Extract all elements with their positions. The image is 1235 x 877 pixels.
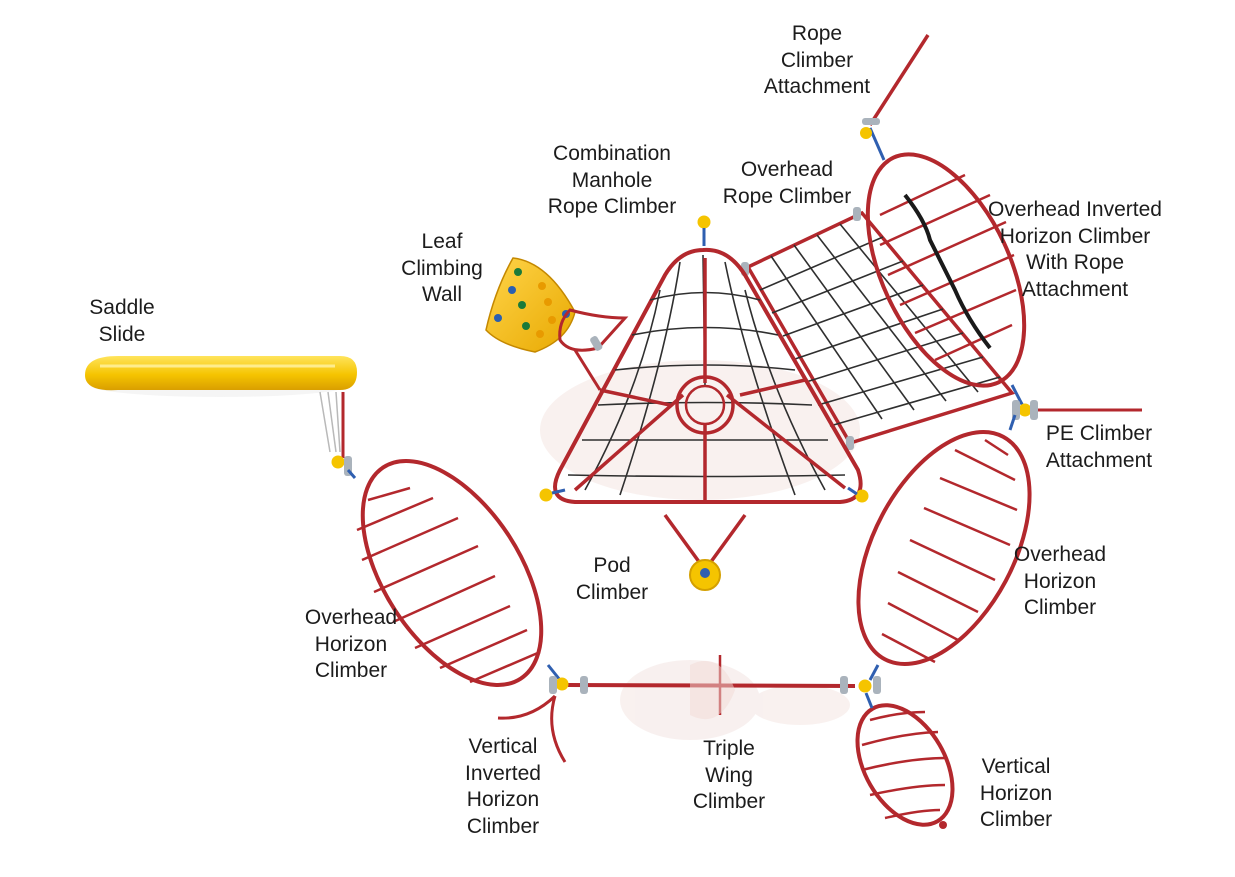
leaf-wall-frame <box>573 349 602 391</box>
rope-pole <box>868 34 930 126</box>
leaf-wall-frame-loop <box>558 308 629 352</box>
rope-connector <box>868 127 886 161</box>
label-overhead-horizon-climber-left: Overhead Horizon Climber <box>304 606 398 682</box>
slide-supports <box>319 391 341 453</box>
connector <box>551 488 566 495</box>
connector <box>546 664 562 681</box>
overhead-rope-climber <box>741 207 1016 450</box>
slide-body <box>85 356 357 391</box>
label-vertical-horizon-climber: Vertical Horizon Climber <box>979 755 1053 831</box>
label-overhead-inverted-horizon-climber: Overhead Inverted Horizon Climber With R… <box>988 198 1162 301</box>
cap <box>697 215 711 229</box>
rope-cap <box>860 127 872 139</box>
triple-wing-climber <box>549 655 881 720</box>
label-triple-wing-climber: Triple Wing Climber <box>692 737 766 813</box>
pod-climber <box>663 513 747 591</box>
leaf-climbing-wall <box>485 257 629 391</box>
cap <box>331 455 345 469</box>
overhead-inverted-horizon-climber <box>865 152 1027 411</box>
overhead-horizon-climber-right <box>856 414 1032 681</box>
clamp <box>549 676 557 694</box>
connector <box>864 692 874 709</box>
clamp <box>853 207 861 221</box>
left-climber-rungs <box>356 486 541 684</box>
inverted-vertical-arc <box>497 694 567 763</box>
manhole-ring <box>675 375 735 435</box>
vertical-climber-frame <box>855 703 955 827</box>
connector <box>346 469 357 479</box>
leaf-wall-holds <box>494 268 570 338</box>
label-overhead-horizon-climber-right: Overhead Horizon Climber <box>1013 543 1107 619</box>
overhead-horizon-climber-left <box>356 459 562 687</box>
end-cap <box>939 821 947 829</box>
ground-shadows <box>90 360 860 740</box>
clamp <box>840 676 848 694</box>
label-overhead-rope-climber: Overhead Rope Climber <box>722 158 852 208</box>
triangle-frame <box>553 247 863 504</box>
pe-cap <box>1018 403 1032 417</box>
saddle-slide <box>85 356 357 479</box>
vertical-horizon-climber <box>855 692 955 829</box>
clamp <box>580 676 588 694</box>
right-climber-frame <box>856 429 1032 667</box>
label-leaf-climbing-wall: Leaf Climbing Wall <box>401 230 483 306</box>
vertical-inverted-horizon-climber <box>497 694 567 763</box>
pe-climber-attachment <box>1012 400 1142 420</box>
right-climber-rungs <box>881 438 1018 664</box>
label-vertical-inverted-horizon-climber: Vertical Inverted Horizon Climber <box>465 735 541 838</box>
pe-clamp <box>1030 400 1038 420</box>
connector <box>847 486 858 496</box>
wing-shadow <box>690 660 735 720</box>
rope-attachment-line <box>903 193 992 350</box>
left-climber-frame <box>360 459 544 687</box>
leaf-wall-panel <box>485 257 576 353</box>
rope-net-mesh <box>759 223 1001 427</box>
clamp <box>873 676 881 694</box>
triangle-spokes <box>573 258 847 500</box>
label-combination-manhole-rope-climber: Combination Manhole Rope Climber <box>547 142 677 218</box>
label-pe-climber-attachment: PE Climber Attachment <box>1045 422 1153 472</box>
rope-climber-attachment <box>860 34 930 161</box>
cap <box>855 489 869 503</box>
clamp <box>846 436 854 450</box>
cap <box>858 679 872 693</box>
rope-net-frame <box>745 210 1016 446</box>
connector <box>1008 414 1017 431</box>
cap <box>555 677 569 691</box>
label-pod-climber: Pod Climber <box>575 554 649 604</box>
clamp <box>590 336 603 351</box>
rope-clamp <box>862 118 880 125</box>
label-saddle-slide: Saddle Slide <box>89 296 155 346</box>
combination-manhole-rope-climber <box>539 215 869 504</box>
cap <box>539 488 553 502</box>
pod-center <box>700 568 710 578</box>
label-rope-climber-attachment: Rope Climber Attachment <box>763 22 871 98</box>
connector <box>868 664 880 681</box>
inverted-climber-frame <box>865 152 1027 388</box>
shadow-wing-right <box>750 685 850 725</box>
vertical-climber-rungs <box>861 710 947 820</box>
